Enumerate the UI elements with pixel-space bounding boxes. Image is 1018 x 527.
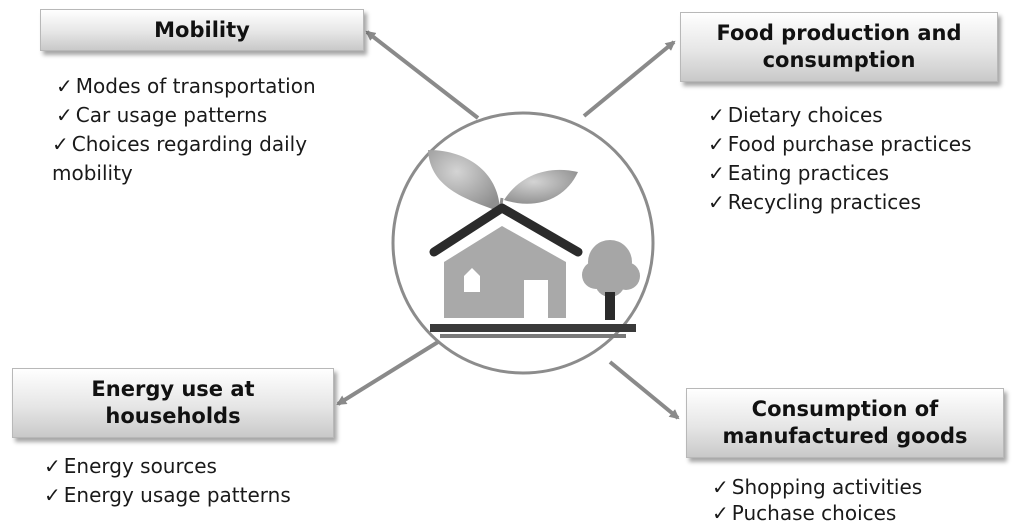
list-item: ✓Food purchase practices [708,132,972,156]
leaf-icon [428,150,500,212]
food-title-line1: Food production and [716,21,962,45]
check-icon: ✓ [44,483,61,507]
check-icon: ✓ [56,74,73,98]
eco-house-icon [428,150,640,338]
food-title-line2: consumption [762,48,916,72]
goods-title-line1: Consumption of [751,397,939,421]
list-item: ✓Car usage patterns [56,103,268,127]
list-item: ✓Modes of transportation [56,74,316,98]
arrow-to-energy [336,340,440,406]
energy-title-line1: Energy use at [91,377,255,401]
list-item: ✓Dietary choices [708,103,883,127]
arrow-to-food [582,40,676,118]
check-icon: ✓ [708,161,725,185]
mobility-title-box: Mobility [40,9,364,51]
list-item: ✓Shopping activities [712,475,923,499]
food-list: ✓Dietary choices ✓Food purchase practice… [708,101,1018,217]
list-item: ✓Choices regarding daily mobility [52,132,308,185]
goods-title-box: Consumption of manufactured goods [686,388,1004,458]
energy-list: ✓Energy sources ✓Energy usage patterns [44,452,344,510]
check-icon: ✓ [44,454,61,478]
tree-icon [582,240,640,320]
check-icon: ✓ [708,132,725,156]
list-item: ✓Energy usage patterns [44,483,291,507]
food-title-box: Food production and consumption [680,12,998,82]
list-item: ✓Energy sources [44,454,217,478]
list-item: ✓Recycling practices [708,190,922,214]
check-icon: ✓ [712,501,729,525]
check-icon: ✓ [708,190,725,214]
mobility-list: ✓Modes of transportation ✓Car usage patt… [52,72,366,188]
list-item: ✓Eating practices [708,161,890,185]
leaf-icon [504,169,578,204]
energy-title-box: Energy use at households [12,368,334,438]
check-icon: ✓ [708,103,725,127]
check-icon: ✓ [52,132,69,156]
check-icon: ✓ [712,475,729,499]
list-item: ✓Puchase choices [712,501,897,525]
goods-list: ✓Shopping activities ✓Puchase choices [712,474,1012,526]
energy-title-line2: households [105,404,241,428]
arrow-to-goods [608,360,680,420]
arrow-to-mobility [365,30,480,120]
check-icon: ✓ [56,103,73,127]
mobility-title: Mobility [154,17,250,42]
goods-title-line2: manufactured goods [722,424,968,448]
